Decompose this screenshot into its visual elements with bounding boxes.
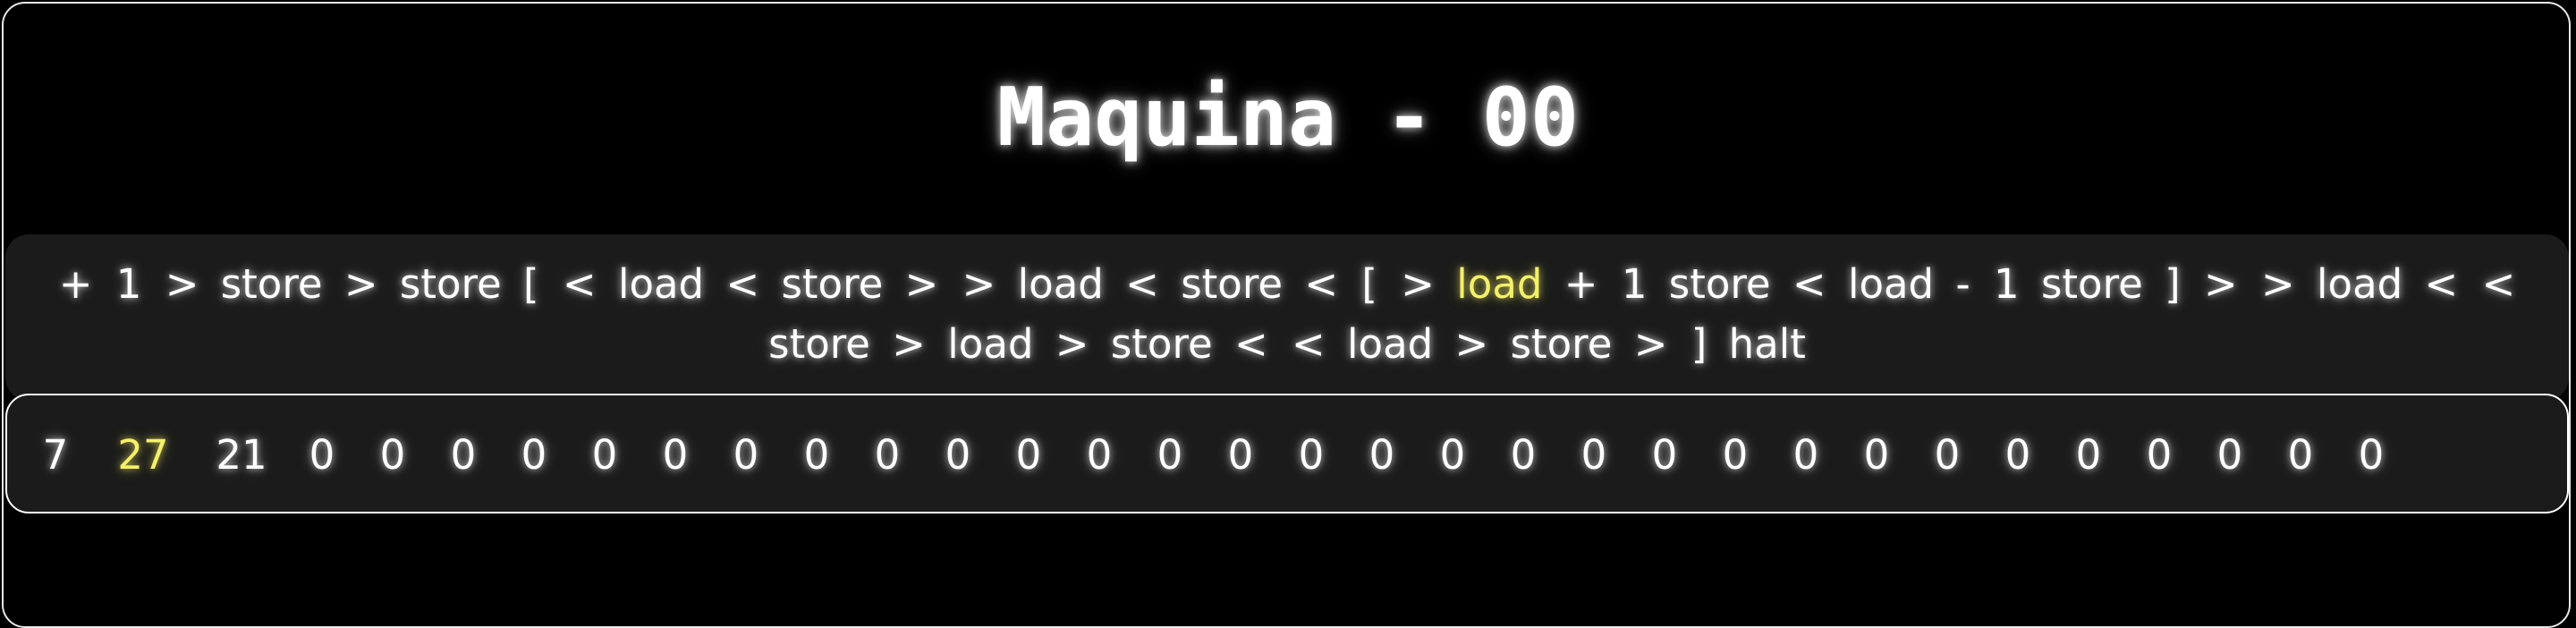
- memory-cell: 0: [1086, 431, 1113, 479]
- program-token: >: [1401, 260, 1435, 308]
- memory-cell: 0: [803, 431, 830, 479]
- program-token: -: [1955, 260, 1970, 308]
- program-token: >: [343, 260, 378, 308]
- program-token: >: [1454, 320, 1489, 368]
- memory-cell: 0: [733, 431, 759, 479]
- program-token: <: [1292, 320, 1326, 368]
- program-token: store: [781, 260, 884, 308]
- program-token: <: [1125, 260, 1159, 308]
- program-token: >: [904, 260, 939, 308]
- program-token: +: [58, 260, 93, 308]
- memory-cell: 0: [1439, 431, 1466, 479]
- program-token: >: [962, 260, 996, 308]
- program-token: 1: [1994, 260, 2020, 308]
- memory-cell: 0: [874, 431, 901, 479]
- program-panel: + 1 > store > store [ < load < store > >…: [5, 234, 2569, 401]
- program-token: ]: [2165, 260, 2181, 308]
- program-token: load: [1017, 260, 1104, 308]
- program-token: >: [1055, 320, 1089, 368]
- program-token: <: [1792, 260, 1826, 308]
- program-token: [: [1361, 260, 1377, 308]
- memory-cell: 0: [1934, 431, 1961, 479]
- program-token: >: [2203, 260, 2238, 308]
- program-token: load: [1847, 260, 1935, 308]
- memory-cell: 0: [1157, 431, 1183, 479]
- program-token: 1: [1621, 260, 1648, 308]
- program-token: load: [947, 320, 1034, 368]
- program-token: <: [725, 260, 760, 308]
- program-token: [: [523, 260, 539, 308]
- program-token: load: [1347, 320, 1434, 368]
- program-token: load: [617, 260, 705, 308]
- memory-cell: 0: [309, 431, 335, 479]
- memory-cell: 0: [662, 431, 689, 479]
- memory-cell: 0: [2358, 431, 2385, 479]
- memory-cell: 0: [1015, 431, 1042, 479]
- memory-cell: 0: [1227, 431, 1254, 479]
- program-token: <: [562, 260, 597, 308]
- program-token: store: [1668, 260, 1771, 308]
- memory-cell: 0: [1580, 431, 1607, 479]
- page-title: Maquina - 00: [996, 71, 1580, 165]
- program-token-active: load: [1456, 260, 1543, 308]
- program-token: store: [768, 320, 870, 368]
- program-token: >: [165, 260, 199, 308]
- program-token: store: [220, 260, 323, 308]
- memory-cell: 0: [2075, 431, 2102, 479]
- memory-cell-active: 27: [117, 431, 169, 479]
- memory-cell: 0: [521, 431, 547, 479]
- memory-cell: 0: [1722, 431, 1749, 479]
- program-token: <: [1233, 320, 1268, 368]
- program-token: >: [892, 320, 926, 368]
- memory-cell: 0: [2146, 431, 2173, 479]
- program-token: ]: [1690, 320, 1707, 368]
- memory-cell: 0: [2004, 431, 2031, 479]
- program-token: load: [2317, 260, 2403, 308]
- memory-cell: 0: [1792, 431, 1819, 479]
- program-token: store: [2040, 260, 2143, 308]
- memory-cell: 0: [2216, 431, 2243, 479]
- memory-cell: 0: [1651, 431, 1678, 479]
- program-token: store: [399, 260, 502, 308]
- memory-cell: 21: [216, 431, 267, 479]
- memory-cell: 0: [945, 431, 971, 479]
- memory-cell: 0: [591, 431, 618, 479]
- memory-cell: 0: [1863, 431, 1890, 479]
- program-token: >: [2261, 260, 2295, 308]
- program-token: store: [1510, 320, 1613, 368]
- program-token: +: [1563, 260, 1598, 308]
- memory-cell: 0: [1298, 431, 1325, 479]
- program-token: 1: [115, 260, 142, 308]
- program-token: >: [1633, 320, 1668, 368]
- memory-cell: 7: [42, 431, 69, 479]
- memory-cell: 0: [379, 431, 406, 479]
- program-token: halt: [1728, 320, 1806, 368]
- program-token: store: [1181, 260, 1284, 308]
- program-token: <: [2424, 260, 2459, 308]
- memory-cell: 0: [450, 431, 477, 479]
- program-token: <: [2481, 260, 2516, 308]
- memory-cell: 0: [1510, 431, 1537, 479]
- memory-cell: 0: [1368, 431, 1395, 479]
- memory-cell: 0: [2287, 431, 2314, 479]
- program-token: <: [1304, 260, 1339, 308]
- program-token: store: [1110, 320, 1213, 368]
